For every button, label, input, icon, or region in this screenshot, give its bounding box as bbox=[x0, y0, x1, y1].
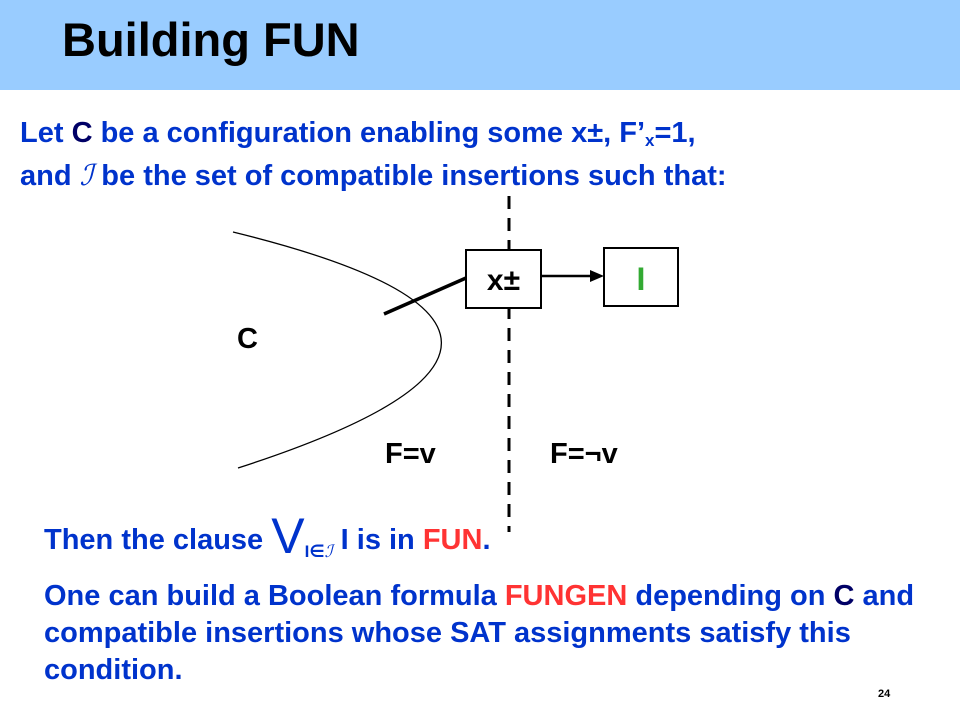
fungen-paragraph: One can build a Boolean formula FUNGEN d… bbox=[44, 580, 915, 686]
slide-title: Building FUN bbox=[62, 13, 360, 66]
arrow-into-x bbox=[383, 276, 467, 316]
clause-statement: Then the clause VI∈ℐ I is in FUN. bbox=[44, 508, 491, 564]
slide-number: 24 bbox=[878, 688, 891, 700]
disjunction-subscript: I∈ℐ bbox=[304, 542, 333, 562]
config-c-ref: C bbox=[833, 580, 855, 612]
intro-text: Let C be a configuration enabling some x… bbox=[20, 112, 950, 197]
left-region-label: F=v bbox=[385, 438, 436, 470]
i-box bbox=[603, 247, 679, 307]
configuration-curve bbox=[232, 231, 443, 469]
intro-line-2: and ℐ be the set of compatible insertion… bbox=[20, 158, 727, 192]
intro-line-1: Let C be a configuration enabling some x… bbox=[20, 117, 696, 150]
x-box-label: x± bbox=[487, 264, 520, 297]
i-box-label: I bbox=[637, 261, 646, 297]
x-box bbox=[465, 249, 542, 309]
right-region-label: F=¬v bbox=[550, 438, 618, 470]
config-c: C bbox=[71, 117, 93, 149]
insertion-set-symbol: ℐ bbox=[79, 158, 94, 192]
title-bar bbox=[0, 0, 960, 90]
disjunction-symbol: V bbox=[271, 508, 305, 564]
label-c: C bbox=[237, 323, 258, 355]
arrow-head bbox=[590, 270, 604, 282]
fun-keyword: FUN bbox=[422, 524, 483, 556]
fungen-keyword: FUNGEN bbox=[504, 580, 628, 612]
